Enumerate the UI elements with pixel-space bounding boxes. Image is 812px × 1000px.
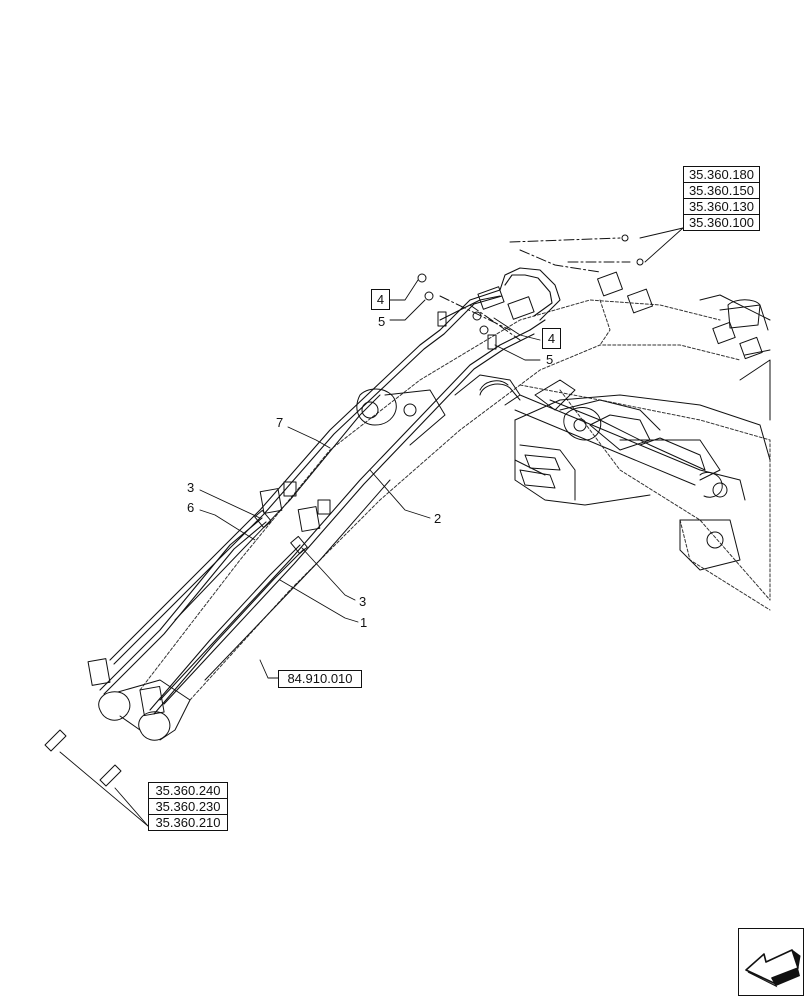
- ref-84-910-010-label[interactable]: 84.910.010: [287, 671, 353, 686]
- reference-lines: [439, 237, 631, 341]
- ref-35-360-240[interactable]: 35.360.240: [149, 783, 227, 799]
- callout-3-upper: 3: [187, 480, 195, 495]
- ref-box-top-right[interactable]: 35.360.180 35.360.150 35.360.130 35.360.…: [683, 166, 760, 231]
- boom-cylinder: [479, 379, 723, 498]
- callout-2: 2: [434, 511, 442, 526]
- hydraulic-pipes: [99, 267, 561, 715]
- callout-6: 6: [187, 500, 195, 515]
- ref-84-910-010[interactable]: 84.910.010: [278, 670, 362, 688]
- callout-1: 1: [360, 615, 368, 630]
- ref-35-360-230[interactable]: 35.360.230: [149, 799, 227, 815]
- ref-35-360-130[interactable]: 35.360.130: [684, 199, 759, 215]
- ref-35-360-180[interactable]: 35.360.180: [684, 167, 759, 183]
- callout-4-left: 4: [371, 289, 390, 310]
- ref-box-bottom-left[interactable]: 35.360.240 35.360.230 35.360.210: [148, 782, 228, 831]
- ref-35-360-100[interactable]: 35.360.100: [688, 215, 755, 230]
- callout-4-right: 4: [542, 328, 561, 349]
- callout-5-left: 5: [378, 314, 386, 329]
- arrow-nav-icon: [745, 949, 801, 988]
- machine-body: [514, 294, 771, 571]
- ref-35-360-150[interactable]: 35.360.150: [684, 183, 759, 199]
- leader-lines: [59, 227, 684, 827]
- nav-button[interactable]: [738, 928, 804, 996]
- boom-outline: [139, 299, 771, 701]
- callout-5-right: 5: [546, 352, 554, 367]
- callout-7: 7: [276, 415, 284, 430]
- callout-3-lower: 3: [359, 594, 367, 609]
- couplings: [44, 234, 763, 787]
- ref-35-360-210[interactable]: 35.360.210: [155, 815, 221, 830]
- boom-structure: [98, 374, 521, 741]
